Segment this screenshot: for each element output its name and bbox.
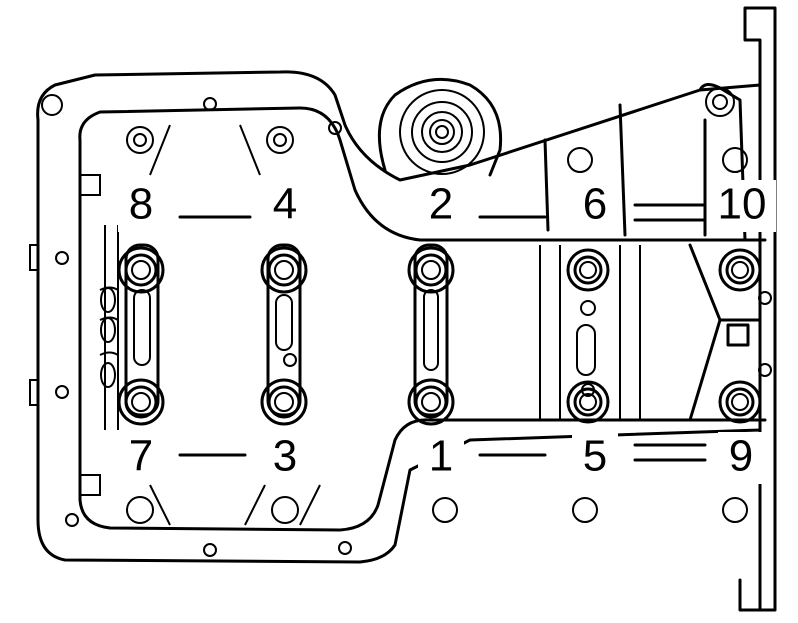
bearing-bridges — [124, 243, 641, 420]
label-2: 2 — [429, 180, 453, 229]
background-bosses — [126, 124, 748, 526]
flange-hole — [203, 97, 217, 111]
bolt-b3 — [260, 378, 308, 426]
flange-hole — [328, 121, 342, 135]
right-wedge — [688, 243, 762, 422]
flange-hole — [338, 541, 352, 555]
flange-hole — [55, 385, 69, 399]
label-8: 8 — [129, 180, 153, 229]
bolt-b9 — [718, 380, 762, 424]
bolt-b4 — [260, 246, 308, 294]
bolt-b7 — [117, 378, 165, 426]
bolt-b6 — [566, 248, 610, 292]
flange-hole — [41, 94, 63, 116]
dowel-circle — [712, 94, 728, 110]
dowel-circle — [705, 87, 735, 117]
bolt-b1 — [407, 378, 455, 426]
flange-hole — [758, 363, 772, 377]
rib-slot — [100, 362, 116, 388]
label-1: 1 — [429, 432, 453, 481]
oil-filter-housing — [377, 77, 503, 177]
bolt-b5 — [566, 380, 610, 424]
flange-hole — [758, 291, 772, 305]
left-flange-tabs — [29, 174, 101, 496]
flange-hole — [203, 543, 217, 557]
bolt-b10 — [718, 248, 762, 292]
label-3: 3 — [273, 432, 297, 481]
label-4: 4 — [273, 180, 297, 229]
flange-hole — [65, 513, 79, 527]
rib-slot — [100, 317, 116, 343]
label-dashes — [178, 203, 707, 462]
bolt-b8 — [117, 246, 165, 294]
sequence-labels: 8 4 2 6 10 7 3 1 5 9 — [118, 180, 776, 484]
label-6: 6 — [583, 180, 607, 229]
upper-right-block — [543, 83, 747, 242]
label-5: 5 — [583, 432, 607, 481]
label-10: 10 — [718, 180, 767, 229]
bolt-b2 — [407, 246, 455, 294]
label-7: 7 — [129, 432, 153, 481]
label-9: 9 — [729, 432, 753, 481]
rib-slot — [100, 287, 116, 313]
flange-hole — [55, 251, 69, 265]
pan-outer-outline — [36, 6, 777, 612]
